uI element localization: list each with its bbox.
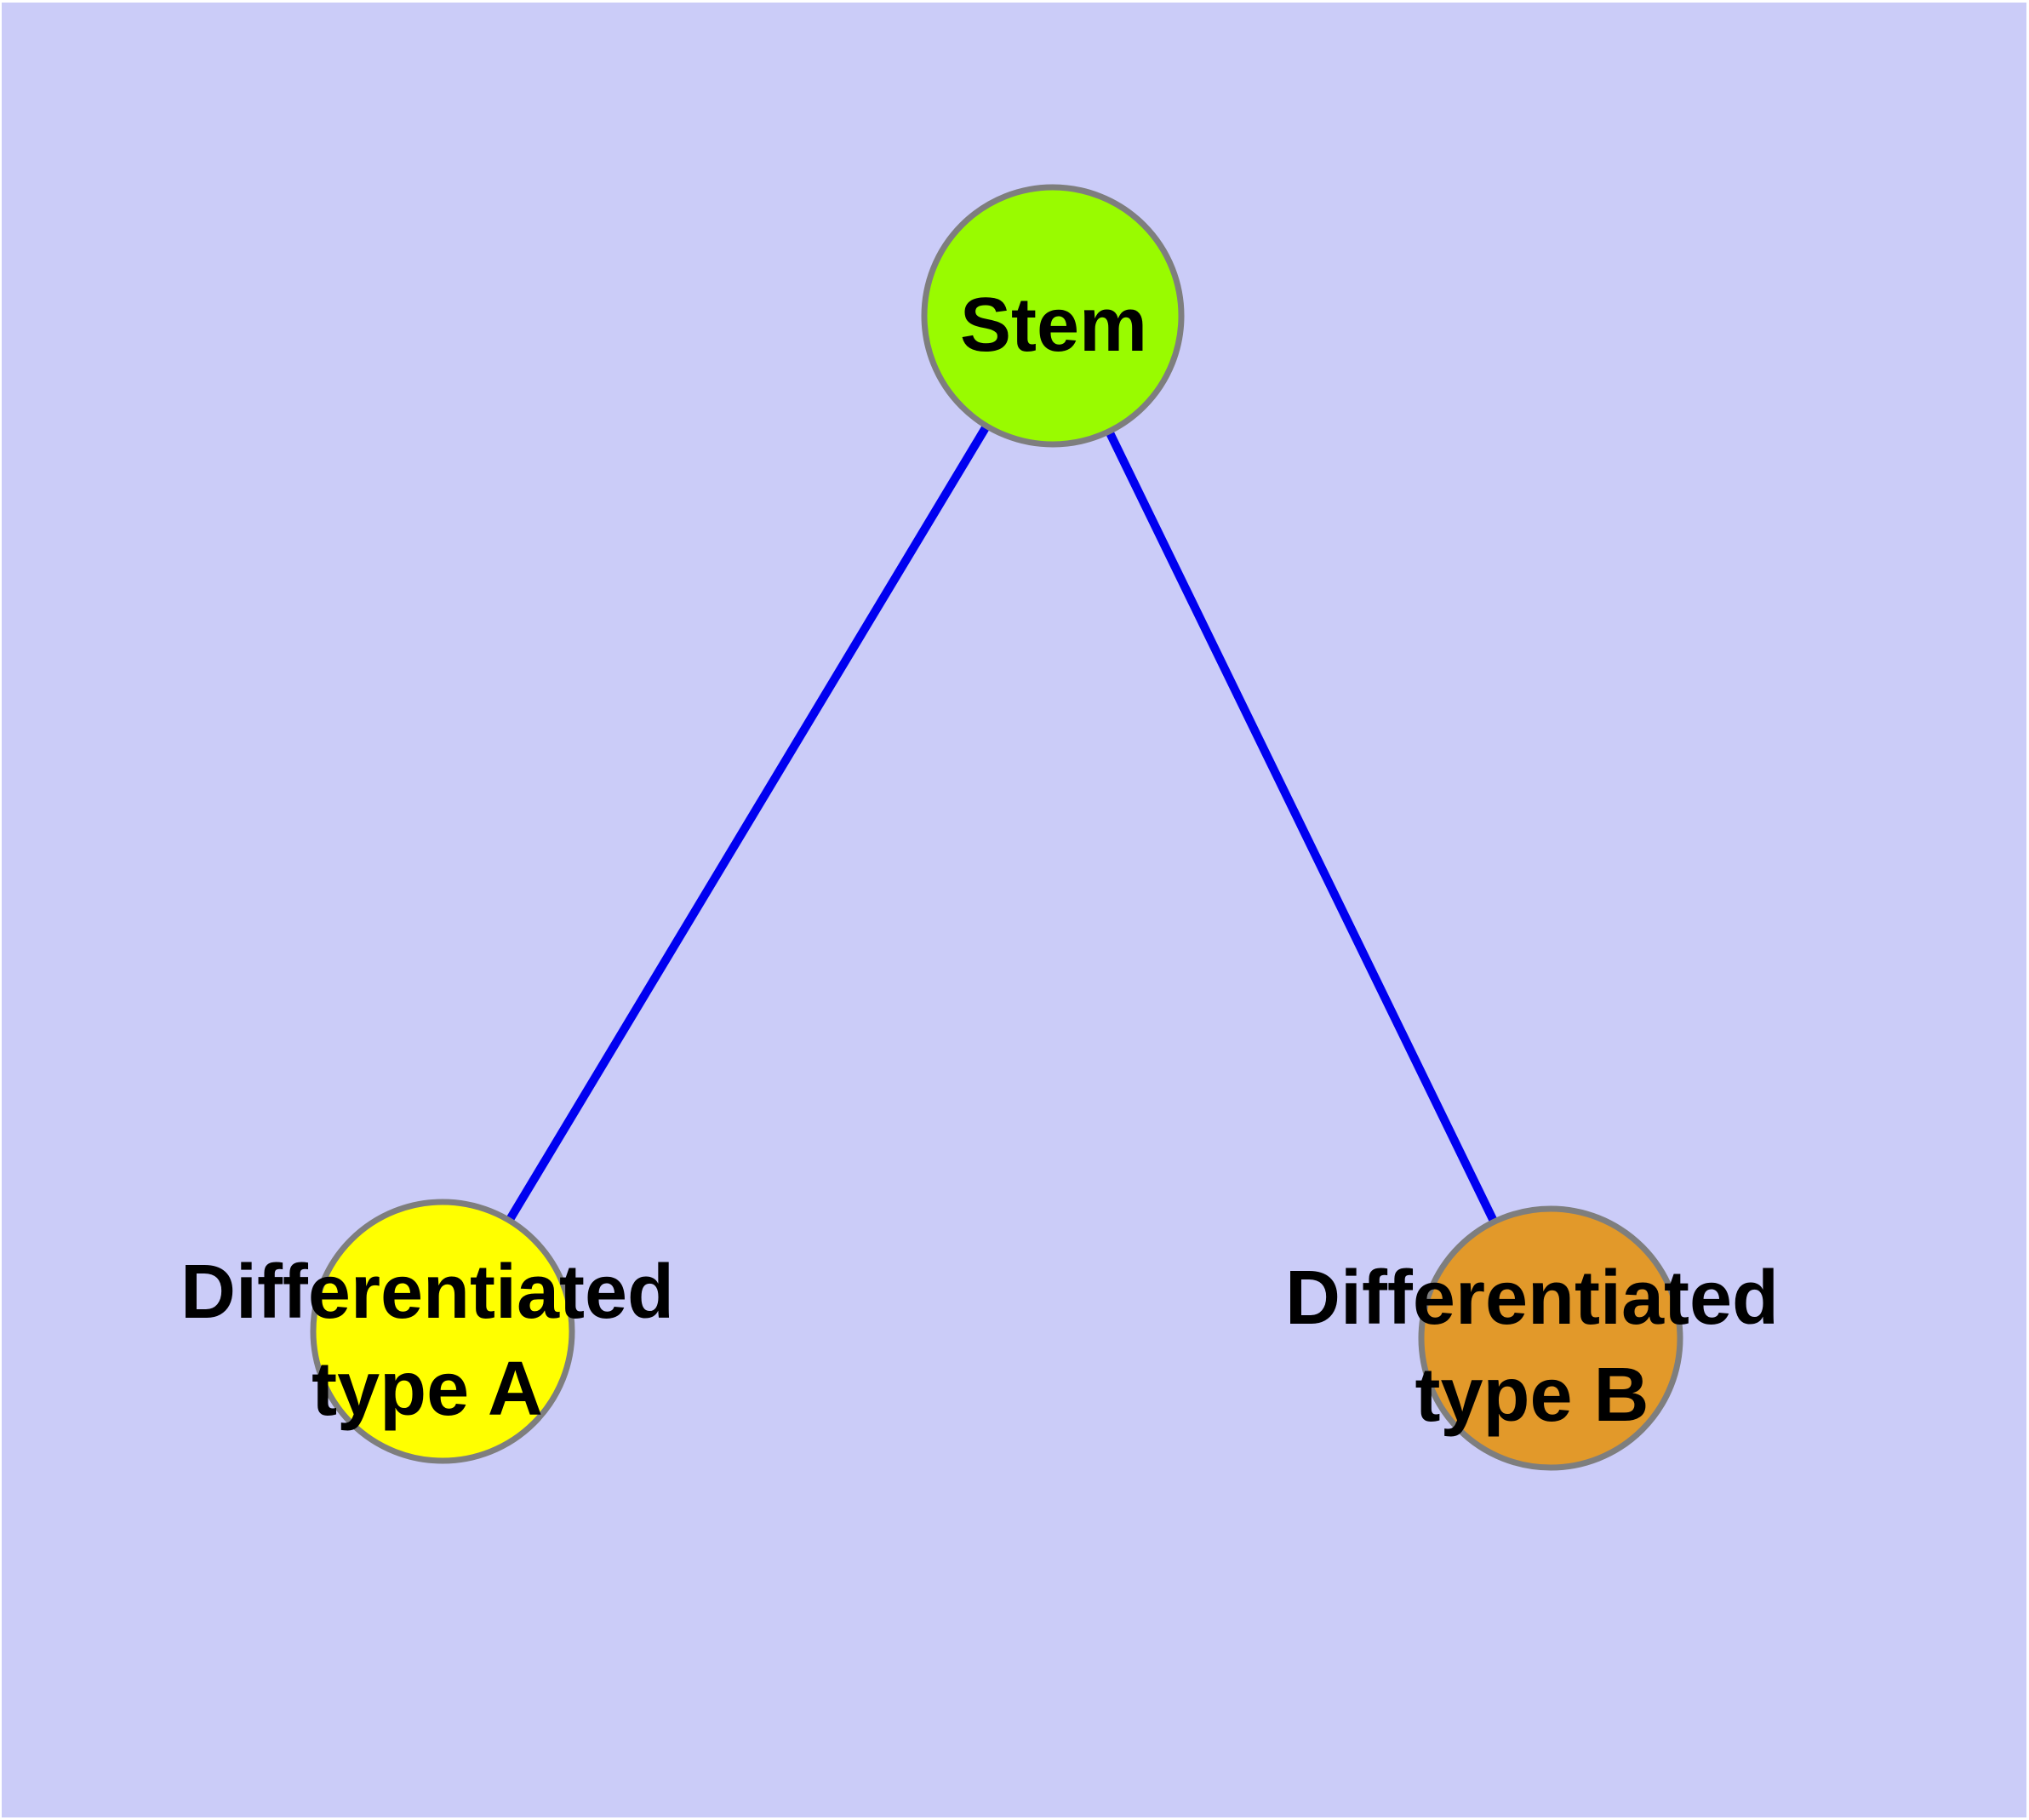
stem-node-label: Stem [960, 283, 1147, 368]
type-a-node-label-line1: Differentiated [180, 1250, 674, 1335]
type-b-node-label-line1: Differentiated [1285, 1256, 1779, 1341]
type-b-node-circle [1418, 1205, 1683, 1471]
edge-stem-to-type-a [438, 313, 1057, 1334]
edge-stem-to-type-b [1049, 313, 1555, 1341]
stem-node-circle [921, 184, 1185, 448]
type-a-node-label-line2: type A [311, 1347, 543, 1432]
type-a-node-circle [310, 1199, 575, 1464]
type-b-node-label-line2: type B [1415, 1353, 1649, 1438]
